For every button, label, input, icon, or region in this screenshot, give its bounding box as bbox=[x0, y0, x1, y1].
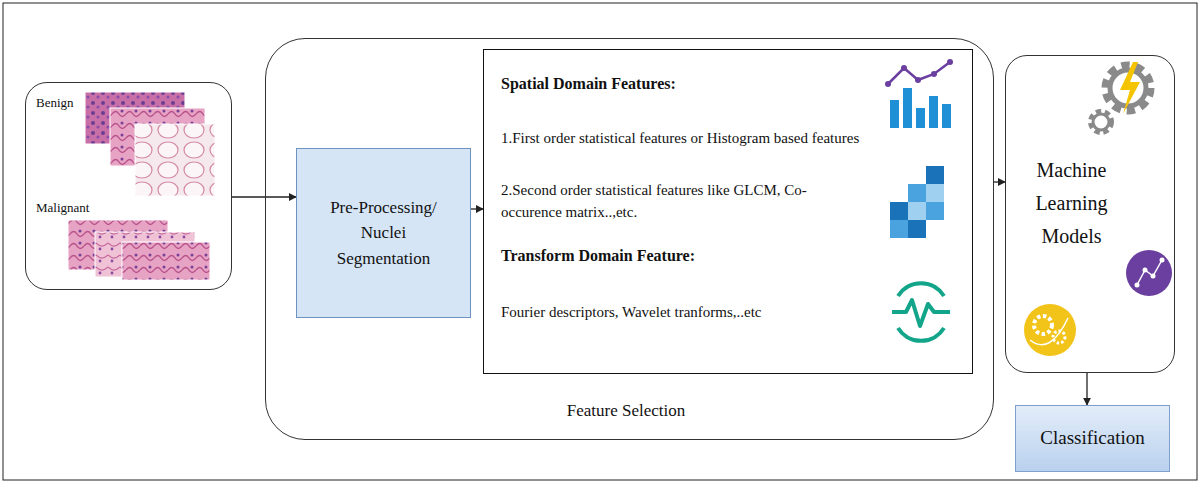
process-icon bbox=[1024, 304, 1076, 356]
feature-box: Spatial Domain Features: 1.First order st… bbox=[483, 49, 973, 374]
matrix-icon bbox=[890, 166, 944, 238]
arrow-connector bbox=[232, 196, 296, 197]
group-box: Pre-Processing/ Nuclei Segmentation Spati… bbox=[265, 38, 994, 440]
arrow-connector bbox=[1086, 373, 1087, 405]
output-box: Classification bbox=[1015, 405, 1170, 472]
outer-frame bbox=[3, 3, 1197, 480]
process-box: Pre-Processing/ Nuclei Segmentation bbox=[296, 148, 471, 318]
feature-item: 2.Second order statistical features like… bbox=[501, 180, 861, 224]
output-label: Classification bbox=[1023, 427, 1163, 450]
arrow-connector bbox=[471, 208, 483, 209]
gears-icon bbox=[1091, 62, 1150, 132]
signal-icon bbox=[892, 283, 950, 341]
chart-icon bbox=[885, 59, 953, 128]
class-label: Benign bbox=[34, 95, 76, 111]
model-label: Machine Learning Models bbox=[1014, 154, 1129, 253]
section-heading: Transform Domain Feature: bbox=[501, 246, 695, 265]
network-icon bbox=[1126, 250, 1172, 296]
feature-item: 1.First order statistical features or Hi… bbox=[501, 128, 861, 150]
process-label: Pre-Processing/ Nuclei Segmentation bbox=[324, 195, 444, 272]
model-box: Machine Learning Models bbox=[1005, 55, 1175, 373]
section-heading: Spatial Domain Features: bbox=[501, 74, 676, 93]
group-label: Feature Selection bbox=[266, 401, 986, 421]
benign-images bbox=[85, 92, 215, 196]
arrow-connector bbox=[994, 181, 1005, 182]
input-box: BenignMalignant bbox=[25, 82, 232, 290]
malignant-images bbox=[68, 220, 210, 280]
feature-item: Fourier descriptors, Wavelet tranforms,.… bbox=[501, 302, 861, 324]
class-label: Malignant bbox=[34, 200, 91, 216]
